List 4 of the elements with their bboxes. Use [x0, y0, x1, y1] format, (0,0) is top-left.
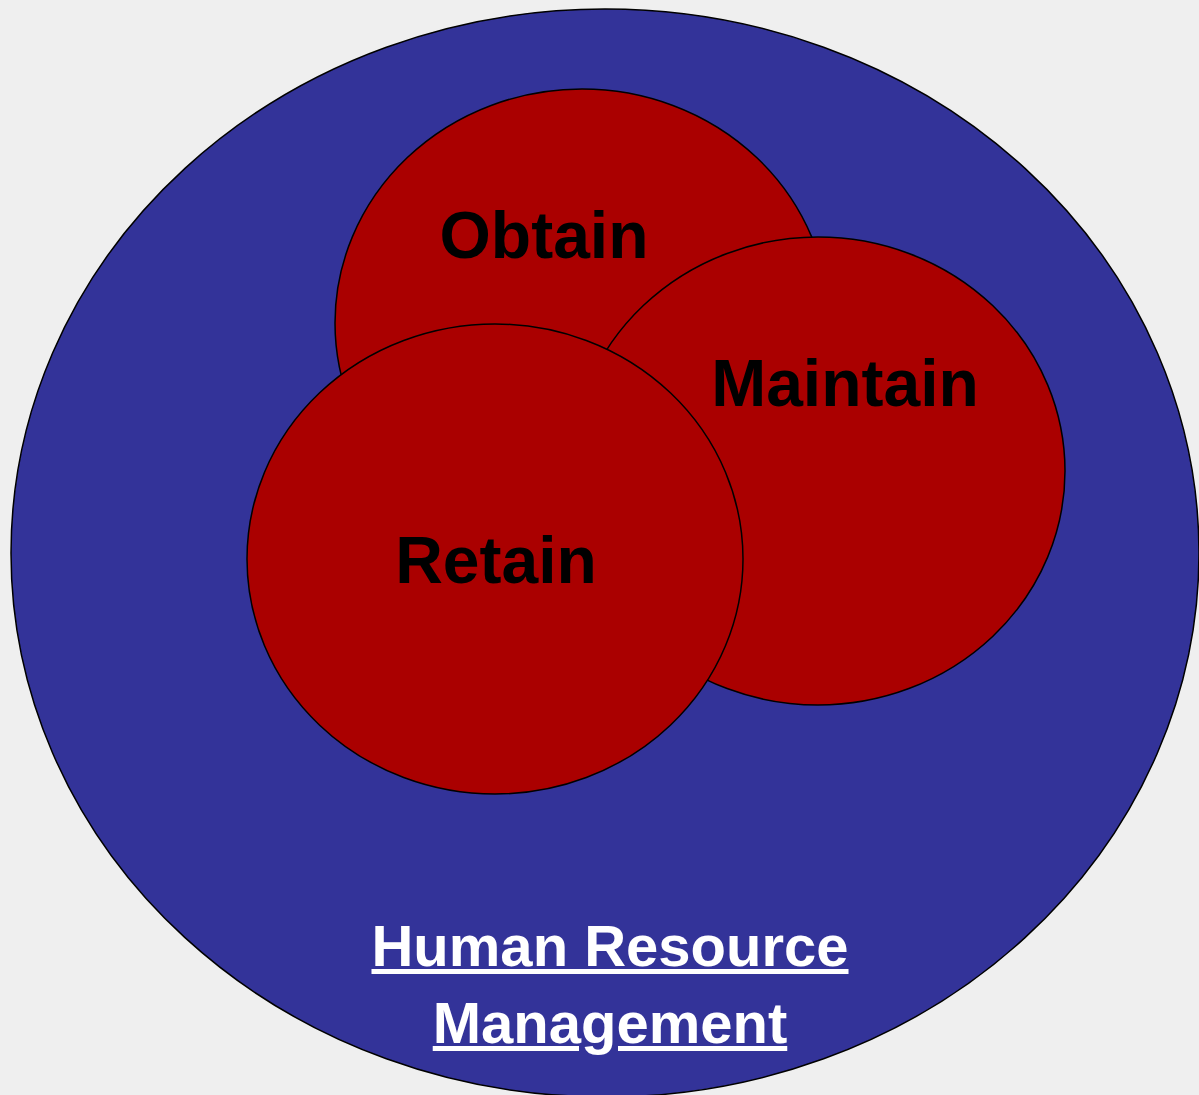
circle-label: Maintain [710, 346, 980, 422]
circle-label: Obtain [438, 198, 650, 274]
circle-label: Retain [394, 523, 598, 599]
circle-label: Human Resource Management [370, 912, 850, 1057]
